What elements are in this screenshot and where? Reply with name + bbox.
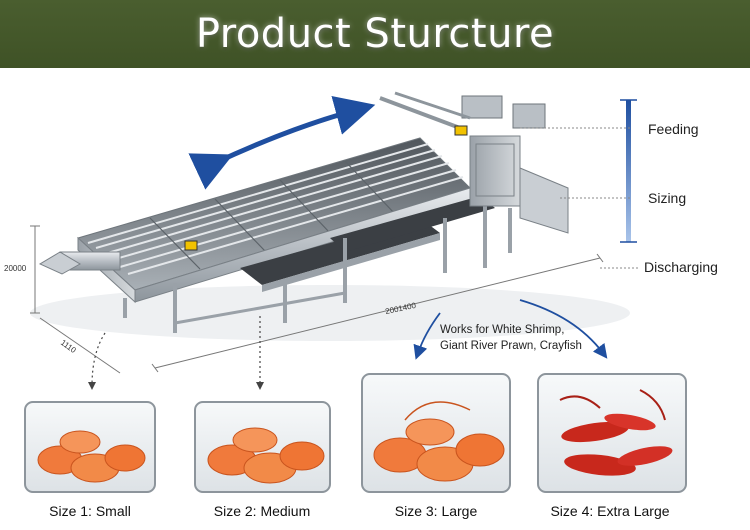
dimension-height: 20000 bbox=[4, 264, 27, 273]
header-banner: Product Sturcture bbox=[0, 0, 750, 68]
size-label-4: Size 4: Extra Large bbox=[550, 503, 670, 519]
warning-label bbox=[454, 125, 468, 136]
leader-lines bbox=[520, 127, 640, 269]
product-note: Works for White Shrimp, Giant River Praw… bbox=[440, 324, 582, 352]
stage-label-discharging: Discharging bbox=[644, 259, 718, 275]
bin-size-4 bbox=[537, 373, 687, 493]
dimension-lines bbox=[30, 225, 604, 374]
bin-size-3 bbox=[361, 373, 511, 493]
machine-frame bbox=[123, 203, 512, 333]
bin-size-2 bbox=[194, 401, 331, 493]
size-label-1: Size 1: Small bbox=[49, 503, 131, 519]
discharge-arrows bbox=[91, 316, 261, 387]
stage-label-feeding: Feeding bbox=[648, 121, 699, 137]
discharge-conveyors bbox=[38, 196, 495, 292]
bin-size-1 bbox=[24, 401, 156, 493]
double-arrow-icon bbox=[188, 95, 376, 190]
sorted-bins bbox=[24, 373, 687, 493]
warning-label bbox=[184, 240, 198, 251]
arrow-down-icon bbox=[256, 382, 264, 390]
shrimp-icon bbox=[37, 430, 146, 483]
machine-illustration bbox=[30, 91, 640, 390]
size-label-2: Size 2: Medium bbox=[213, 503, 311, 519]
shrimp-icon bbox=[207, 427, 325, 484]
stage-indicator-bar bbox=[626, 100, 631, 242]
control-cabinet bbox=[379, 91, 569, 234]
curved-arrow-icon bbox=[413, 312, 441, 360]
page-title: Product Sturcture bbox=[195, 11, 555, 57]
arrow-down-icon bbox=[88, 382, 96, 390]
curved-arrow-icon bbox=[519, 299, 608, 359]
crayfish-icon bbox=[559, 389, 673, 476]
size-label-3: Size 3: Large bbox=[394, 503, 478, 519]
prawn-icon bbox=[373, 401, 505, 482]
stage-label-sizing: Sizing bbox=[648, 190, 687, 206]
